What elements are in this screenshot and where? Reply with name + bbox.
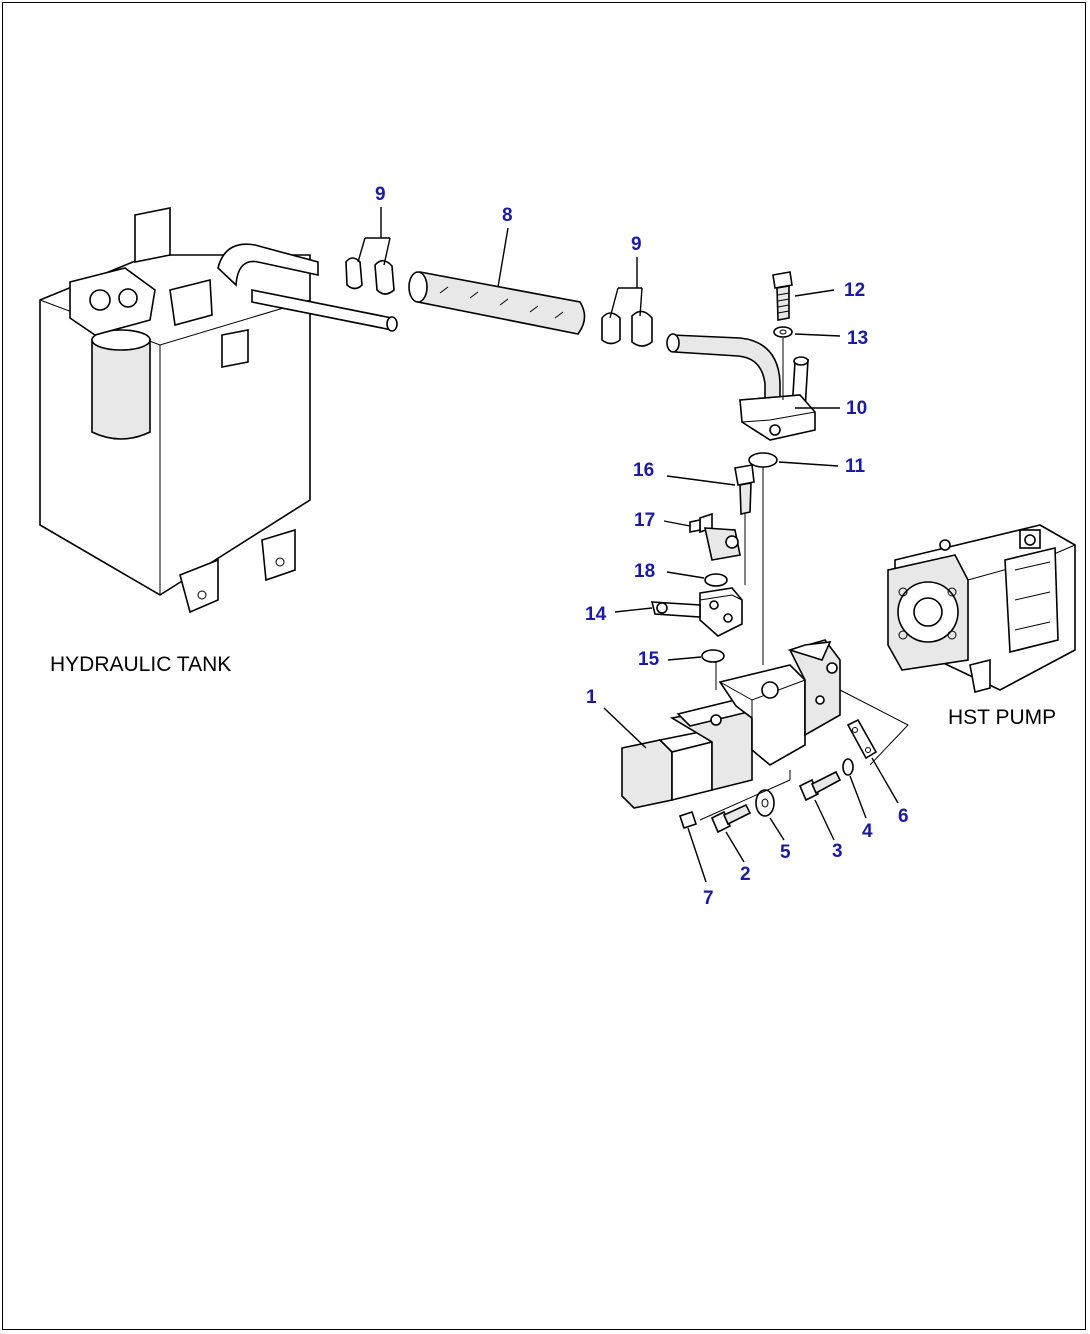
- leader-4: [849, 775, 867, 819]
- bolt-part-3: [798, 770, 842, 802]
- oring-part-18: [704, 573, 728, 587]
- leader-12: [794, 289, 835, 297]
- callout-16: 16: [633, 460, 654, 481]
- callout-9-right: 9: [631, 234, 642, 255]
- hydraulic-tank: [39, 207, 398, 614]
- block-part-14: [650, 587, 743, 637]
- leader-14: [614, 607, 653, 613]
- callout-18: 18: [634, 561, 655, 582]
- callout-6: 6: [898, 806, 909, 827]
- pump-part-1: [621, 639, 841, 809]
- hst-pump-caption: HST PUMP: [948, 706, 1056, 729]
- callout-12: 12: [844, 280, 865, 301]
- hst-pump-illustration: [887, 524, 1076, 693]
- leader-1: [603, 707, 647, 749]
- plate-part-6: [846, 718, 878, 760]
- leader-16: [666, 475, 736, 486]
- callout-2: 2: [740, 864, 751, 885]
- callout-10: 10: [846, 398, 867, 419]
- fitting-part-16: [734, 464, 755, 515]
- leader-6: [871, 757, 899, 804]
- clamp-part-9-right: [601, 310, 653, 347]
- leader-9-right: [609, 257, 643, 319]
- leader-8: [497, 227, 509, 288]
- leader-13: [794, 333, 841, 337]
- callout-4: 4: [862, 821, 873, 842]
- connector-part-17: [689, 512, 741, 561]
- clamp-part-9-left: [345, 257, 395, 295]
- leader-17: [663, 520, 691, 527]
- callout-3: 3: [832, 841, 843, 862]
- leader-3: [814, 799, 835, 841]
- leader-18: [666, 571, 705, 579]
- elbow-part-10: [666, 333, 816, 441]
- callout-9-left: 9: [375, 184, 386, 205]
- hydraulic-tank-caption: HYDRAULIC TANK: [50, 653, 231, 676]
- washer-part-13: [773, 326, 793, 338]
- callout-11: 11: [845, 456, 866, 477]
- oring-part-15: [701, 649, 725, 663]
- leader-7: [687, 827, 707, 883]
- callout-1: 1: [586, 687, 597, 708]
- axis-line-6: [839, 689, 909, 766]
- leader-5: [769, 817, 785, 841]
- callout-14: 14: [585, 604, 607, 625]
- hose-part-8: [408, 271, 586, 335]
- leader-9-left: [357, 207, 391, 266]
- bolt-part-2: [710, 803, 752, 834]
- washer-part-5: [755, 789, 775, 817]
- callout-17: 17: [634, 510, 655, 531]
- callout-8: 8: [502, 205, 513, 226]
- oring-part-11: [748, 452, 778, 468]
- bolt-part-12: [772, 271, 793, 321]
- leader-15: [667, 656, 702, 661]
- callout-5: 5: [780, 842, 791, 863]
- leader-2: [725, 831, 745, 863]
- washer-part-4: [842, 758, 854, 776]
- plug-part-7: [678, 810, 698, 830]
- leader-11: [778, 461, 839, 467]
- callout-15: 15: [638, 649, 660, 670]
- callout-7: 7: [703, 888, 714, 909]
- assembly-guide: [699, 770, 791, 821]
- callout-13: 13: [847, 328, 868, 349]
